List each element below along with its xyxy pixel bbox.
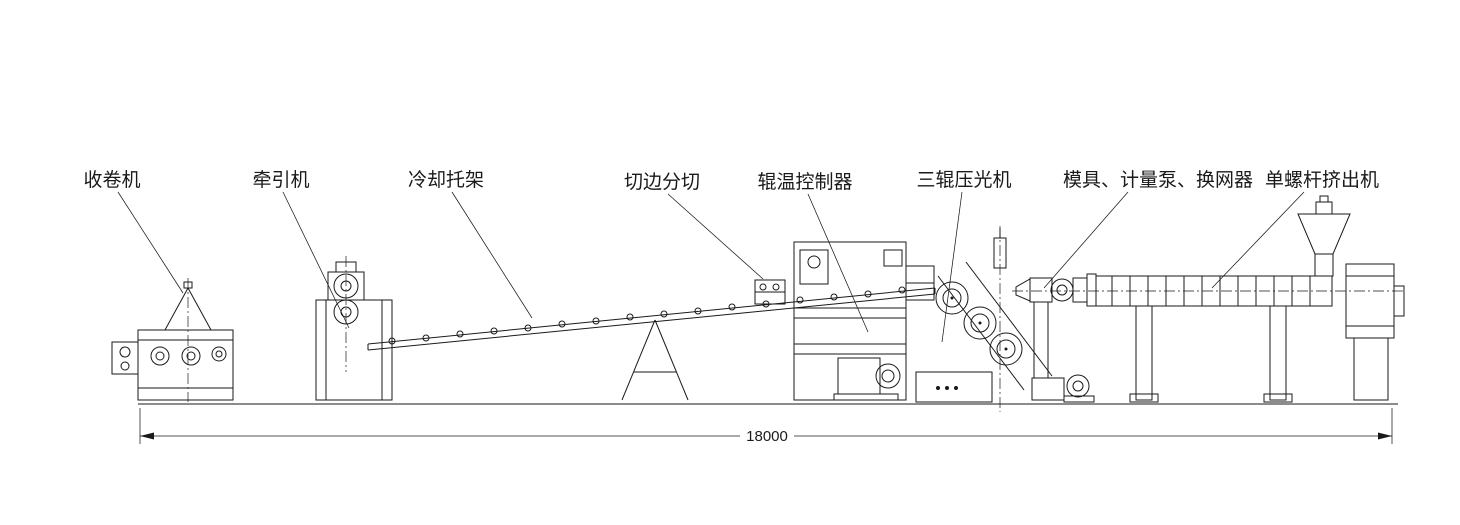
leader-winder [117,191,184,294]
a-frame-support [621,319,689,401]
single-screw-extruder-unit [1012,195,1405,403]
die-pump-screen-assembly [1015,273,1097,307]
leader-die-pump-screen [1043,191,1129,289]
leader-roller-temp [807,193,869,333]
three-roll-calender-unit [915,226,1095,412]
leader-calender [941,191,963,343]
label-edge-trim-slitter: 切边分切 [624,171,700,193]
calender-roll-bottom [989,332,1023,366]
edge-trim-slitter-unit [754,279,786,305]
labels: 收卷机 牵引机 冷却托架 切边分切 辊温控制器 三辊压光机 模具、计量泵、换网器… [83,169,1379,193]
extruder-supports [1129,305,1293,403]
label-winder: 收卷机 [83,169,140,191]
dimension-value: 18000 [746,428,788,445]
hopper [1297,195,1351,277]
haul-off-machine [315,256,393,401]
gearbox-motor [1345,263,1405,401]
label-extruder: 单螺杆挤出机 [1265,169,1379,191]
label-roller-temp-controller: 辊温控制器 [757,171,852,193]
winder-machine [111,278,234,402]
calender-roll-top [935,281,969,315]
dimension-arrow-left [140,432,154,440]
dimension-18000: 18000 [139,408,1393,445]
calender-base [915,371,993,403]
cooling-rack-conveyor [367,286,936,401]
flange [1086,273,1097,307]
leader-lines [117,191,1305,343]
calender-roll-middle [963,306,997,340]
die-block [1029,277,1053,303]
leader-edge-trim [667,193,764,280]
pump-motor [833,357,901,401]
leader-haul-off [282,191,350,329]
screen-changer [1050,278,1074,302]
dimension-arrow-right [1378,432,1392,440]
metering-pump [1072,277,1088,303]
label-die-pump-screen: 模具、计量泵、换网器 [1063,169,1253,191]
label-haul-off: 牵引机 [252,169,309,191]
label-three-roll-calender: 三辊压光机 [916,169,1011,191]
die-lip [1015,278,1031,302]
label-cooling-rack: 冷却托架 [408,169,484,191]
leader-cooling-rack [451,191,533,319]
roller-temp-controller-cabinet [793,241,935,401]
leader-extruder [1211,191,1305,289]
